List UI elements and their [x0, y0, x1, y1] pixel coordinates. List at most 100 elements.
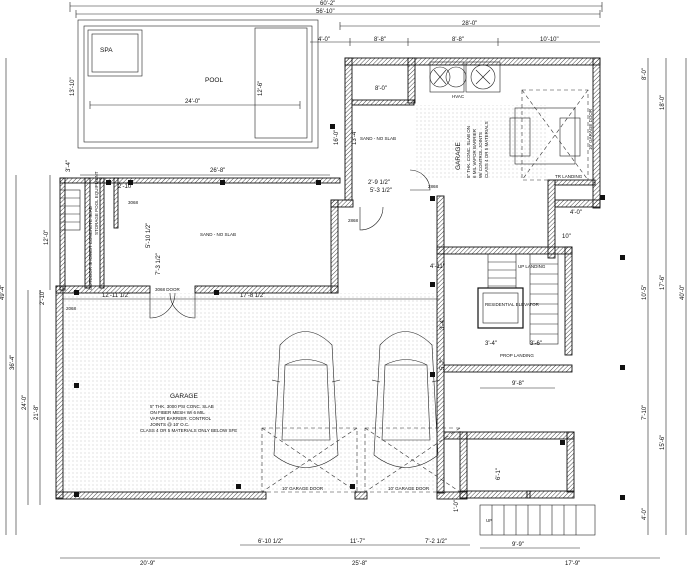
label-door-2868-a: 2868: [348, 218, 359, 223]
label-spa: SPA: [100, 47, 113, 54]
label-garage-main: GARAGE: [170, 393, 198, 400]
dim-pool-24: 24'-0": [185, 99, 200, 105]
dim-mid-3b: 3'-6": [530, 341, 542, 347]
dim-mid-10: 10": [562, 234, 571, 240]
label-prop-landing: PROP LANDING: [500, 353, 534, 358]
dim-right-10: 10'-5": [642, 285, 648, 300]
right-dimension-strings: 40'-0" 18'-0" 17'-6" 15'-6" 8'-0" 10'-5"…: [642, 58, 687, 535]
dim-top-8a: 8'-8": [374, 37, 386, 43]
pool-area: SPA POOL 24'-0" 12'-6" 13'-10" 26'-8": [70, 19, 330, 176]
dim-mid-5b: 5'-3 1/2": [370, 188, 392, 194]
dim-mid-4a: 4'-0": [570, 210, 582, 216]
core-stairs-elevator: UP LANDING PROP LANDING RESIDENTIAL ELEV…: [430, 234, 596, 536]
dim-bot-17: 17'-9": [565, 561, 580, 567]
dim-mid-3c: 3'-4": [440, 318, 446, 330]
columns: [74, 124, 625, 500]
label-garage-ne: GARAGE: [455, 142, 462, 170]
dim-mid-17: 17'-8 1/2": [240, 293, 265, 299]
dim-bot-25: 25'-8": [352, 561, 367, 567]
bottom-dimension-strings: 20'-9" 25'-8" 17'-9" 6'-10 1/2" 11'-7" 7…: [60, 539, 660, 567]
dim-right-8: 8'-0": [642, 68, 648, 80]
dim-bot-9: 9'-9": [512, 542, 524, 548]
svg-text:ON FIBER MESH W/ 6 MIL: ON FIBER MESH W/ 6 MIL: [150, 410, 205, 415]
dim-right-17: 17'-6": [660, 275, 666, 290]
dim-right-4: 4'-0": [642, 508, 648, 520]
storage-rooms: STORAGE POOL EQUIPMENT OUTDOOR SHOWER CO…: [59, 171, 440, 311]
label-storage: STORAGE POOL EQUIPMENT: [94, 171, 99, 235]
dim-left-49: 49'-4": [0, 285, 6, 300]
svg-text:CLASS 4 OR 5 MATERIALS: CLASS 4 OR 5 MATERIALS: [484, 121, 489, 178]
dim-bot-11: 11'-7": [350, 539, 365, 545]
dim-left-21: 21'-8": [34, 405, 40, 420]
dim-left-12: 12'-0": [44, 230, 50, 245]
dim-mid-12: 12'-11 1/2": [102, 293, 130, 299]
label-pool: POOL: [205, 77, 223, 84]
svg-text:6 MIL VAPOR BARRIER: 6 MIL VAPOR BARRIER: [472, 128, 477, 178]
dim-mid-2: 2'-9 1/2": [368, 180, 390, 186]
label-door-2068: 2068: [66, 306, 77, 311]
sand-areas: SAND - NO SLAB SAND - NO SLAB 8'-0" 13'-…: [200, 86, 439, 237]
dim-mid-13: 13'-4": [352, 130, 358, 145]
top-dimension-strings: 60'-2" 56'-10" 28'-0" 4'-0" 8'-8" 8'-8" …: [69, 1, 603, 46]
svg-text:5" THK. CONC. SLAB ON: 5" THK. CONC. SLAB ON: [466, 126, 471, 178]
dim-pool-13: 13'-10": [70, 77, 76, 96]
label-outdoor-shower: OUTDOOR SHOWER CONCRETE SLAB: [88, 206, 93, 290]
svg-text:W/ CONTROL JOINTS: W/ CONTROL JOINTS: [478, 132, 483, 178]
dim-mid-4b: 4'-11": [430, 264, 445, 270]
dim-top-28: 28'-0": [462, 21, 477, 27]
dim-mid-9: 9'-8": [512, 381, 524, 387]
svg-text:VAPOR BARRIER. CONTROL: VAPOR BARRIER. CONTROL: [150, 416, 212, 421]
car-outline: [271, 331, 341, 468]
exterior-stair: UP: [479, 504, 596, 536]
dim-pool-26: 26'-8": [210, 168, 225, 174]
svg-text:CLASS 4 OR 5 MATERIALS ONLY BE: CLASS 4 OR 5 MATERIALS ONLY BELOW SFE: [140, 428, 237, 433]
dim-mid-2b: 2'-10": [118, 184, 133, 190]
label-up-landing: UP LANDING: [518, 264, 546, 269]
label-sand-mid: SAND - NO SLAB: [200, 232, 236, 237]
svg-text:JOINTS @ 10' O.C.: JOINTS @ 10' O.C.: [150, 422, 189, 427]
left-dimension-strings: 49'-4" 36'-4" 24'-0" 21'-8" 12'-0" 3'-4"…: [0, 58, 72, 535]
dim-left-3: 3'-4": [66, 160, 72, 172]
dim-left-36: 36'-4": [10, 355, 16, 370]
dim-right-7: 7'-10": [642, 405, 648, 420]
dim-mid-5c: 5'-2": [440, 358, 446, 370]
garage-main: GARAGE 5" THK. 3000 PSI CONC. SLAB ON FI…: [63, 287, 461, 493]
dim-mid-6: 6'-1": [496, 468, 502, 480]
label-sand-top: SAND - NO SLAB: [360, 136, 396, 141]
label-entry-door: 3068 DOOR: [155, 287, 181, 292]
dim-top-total: 60'-2": [320, 1, 335, 7]
dim-mid-8: 8'-0": [375, 86, 387, 92]
label-door-3068: 3068: [128, 200, 139, 205]
label-door-2868-b: 2868: [428, 184, 439, 189]
dim-mid-16: 16'-0": [334, 130, 340, 145]
dim-right-18: 18'-0": [660, 95, 666, 110]
hvac-garage-ne: HVAC GARAGE 5" THK. CONC. SLAB ON 6 MIL …: [415, 61, 593, 216]
dim-top-8b: 8'-8": [452, 37, 464, 43]
label-hvac: HVAC: [452, 94, 465, 99]
label-elevator: RESIDENTIAL ELEVATOR: [485, 302, 540, 307]
dim-right-15: 15'-6": [660, 435, 666, 450]
dim-top-10: 10'-10": [540, 37, 559, 43]
dim-bot-20: 20'-9": [140, 561, 155, 567]
dim-right-40: 40'-0": [680, 285, 686, 300]
dim-mid-5: 5'-10 1/2": [146, 223, 152, 248]
dim-left-24: 24'-0": [22, 395, 28, 410]
svg-text:5" THK. 3000 PSI CONC. SLAB: 5" THK. 3000 PSI CONC. SLAB: [150, 404, 214, 409]
label-garage-door-2: 10' GARAGE DOOR: [388, 486, 430, 491]
foundation-walls: [55, 57, 601, 500]
dim-top-sub: 56'-10": [316, 9, 335, 15]
svg-text:TR LANDING: TR LANDING: [555, 174, 583, 179]
dim-left-2: 2'-10": [40, 290, 46, 305]
dim-pool-12: 12'-6": [258, 81, 264, 96]
dim-mid-1: 1'-0": [454, 500, 460, 512]
dim-bot-7: 7'-2 1/2": [425, 539, 447, 545]
dim-mid-3a: 3'-4": [485, 341, 497, 347]
dim-bot-6: 6'-10 1/2": [258, 539, 283, 545]
label-garage-door-ne: 10' GARAGE DOOR: [588, 108, 593, 150]
dim-top-4: 4'-0": [318, 37, 330, 43]
dim-mid-7: 7'-3 1/2": [156, 253, 162, 275]
label-garage-door-1: 10' GARAGE DOOR: [282, 486, 324, 491]
car-outline: [371, 331, 441, 468]
label-up: UP: [486, 518, 492, 523]
